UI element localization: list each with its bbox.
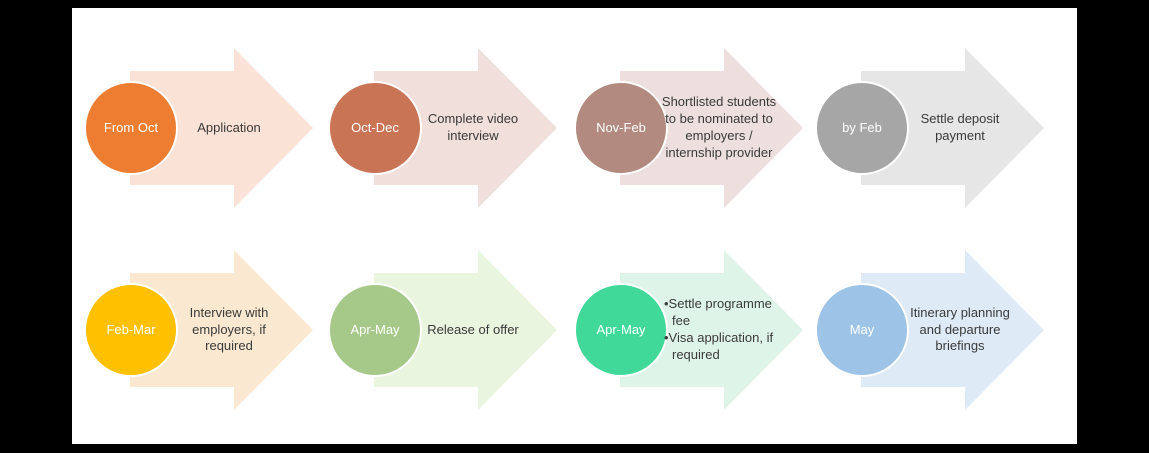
period-label: Feb-Mar: [106, 322, 156, 338]
step-description: Application: [197, 119, 261, 135]
period-badge: Feb-Mar: [84, 283, 178, 377]
right-arrow-icon: [620, 48, 803, 208]
arrow-shape: [861, 48, 1044, 208]
right-arrow-icon: [130, 250, 313, 410]
period-label: From Oct: [103, 120, 159, 136]
right-arrow-icon: [130, 48, 313, 208]
process-step: Apr-May Release of offer: [328, 230, 557, 430]
right-arrow-icon: [620, 250, 803, 410]
step-description: Itinerary planning and departure briefin…: [910, 304, 1010, 354]
period-badge: May: [815, 283, 909, 377]
diagram-canvas: From Oct Application Oct-Dec Complete vi…: [72, 8, 1077, 444]
process-step: Nov-Feb Shortlisted students to be nomin…: [574, 28, 803, 228]
step-description: Complete video interview: [427, 111, 519, 143]
step-description: Settle deposit payment: [920, 111, 1000, 143]
right-arrow-icon: [861, 48, 1044, 208]
period-badge: by Feb: [815, 81, 909, 175]
period-label: Apr-May: [596, 322, 646, 338]
step-description: Interview with employers, if required: [189, 304, 269, 354]
period-badge: Apr-May: [328, 283, 422, 377]
period-badge: From Oct: [84, 81, 178, 175]
period-label: Nov-Feb: [596, 120, 646, 136]
period-label: Oct-Dec: [351, 120, 399, 136]
process-step: May Itinerary planning and departure bri…: [815, 230, 1044, 430]
step-description: •Settle programme fee•Visa application, …: [664, 230, 778, 430]
period-label: Apr-May: [350, 322, 400, 338]
process-step: From Oct Application: [84, 28, 313, 228]
arrow-shape: [130, 250, 313, 410]
arrow-shape: [861, 250, 1044, 410]
period-badge: Apr-May: [574, 283, 668, 377]
process-step: Feb-Mar Interview with employers, if req…: [84, 230, 313, 430]
step-description: Shortlisted students to be nominated to …: [661, 94, 777, 160]
bullet-item: •Settle programme fee: [664, 296, 772, 329]
step-description: Release of offer: [427, 321, 519, 337]
arrow-shape: [130, 48, 313, 208]
right-arrow-icon: [374, 48, 557, 208]
bullet-item: •Visa application, if required: [664, 330, 774, 362]
period-badge: Oct-Dec: [328, 81, 422, 175]
right-arrow-icon: [374, 250, 557, 410]
arrow-shape: [620, 48, 803, 208]
process-step: Apr-May •Settle programme fee•Visa appli…: [574, 230, 803, 430]
arrow-shape: [620, 250, 803, 410]
period-label: by Feb: [842, 120, 882, 136]
arrow-shape: [374, 48, 557, 208]
period-label: May: [849, 322, 875, 338]
arrow-shape: [374, 250, 557, 410]
right-arrow-icon: [861, 250, 1044, 410]
period-badge: Nov-Feb: [574, 81, 668, 175]
process-step: Oct-Dec Complete video interview: [328, 28, 557, 228]
process-step: by Feb Settle deposit payment: [815, 28, 1044, 228]
